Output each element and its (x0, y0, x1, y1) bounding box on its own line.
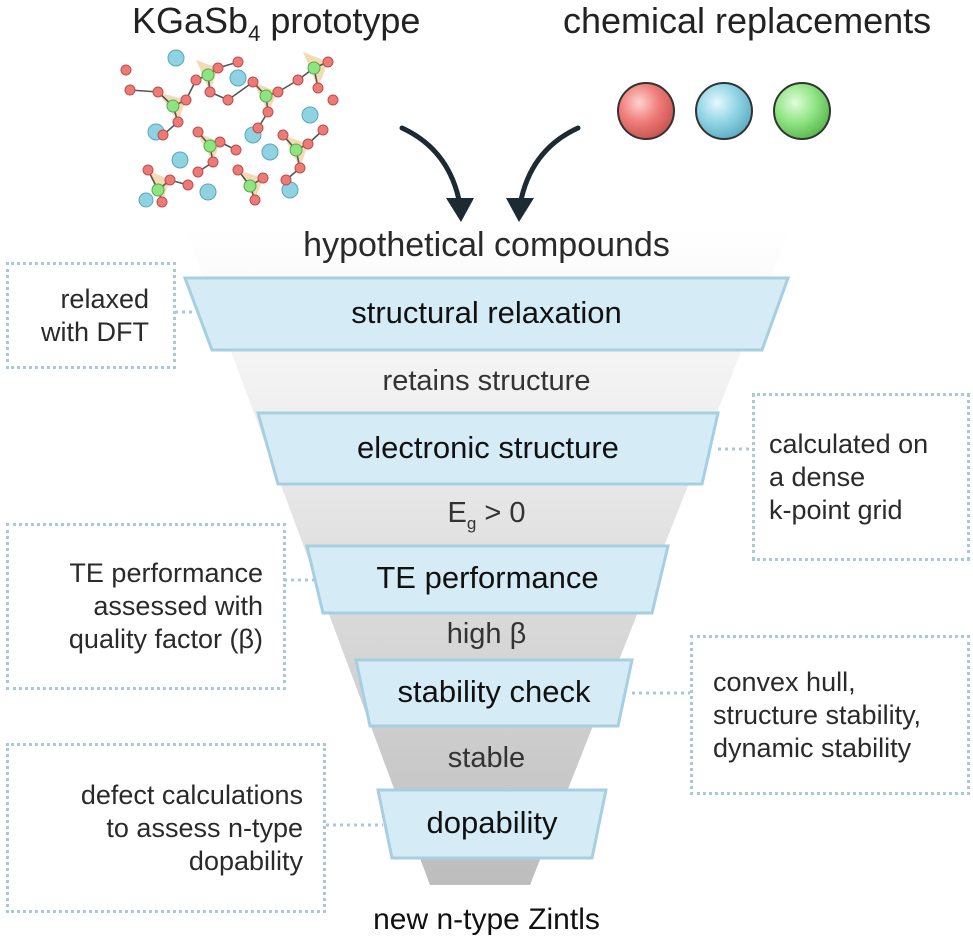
stage-label-dopability: dopability (426, 805, 558, 840)
prototype-formula: KGaSb (132, 0, 249, 41)
note-dopability-line-3: dopability (188, 845, 303, 876)
criterion-band-gap: Eg > 0 (0, 497, 973, 534)
criterion-stable: stable (447, 742, 526, 774)
prototype-suffix: prototype (260, 0, 421, 41)
green-atom-icon (773, 82, 831, 140)
stage-te-performance (305, 544, 670, 615)
replacements-title: chemical replacements (563, 0, 932, 41)
stage-label-te-performance: TE performance (376, 560, 599, 595)
red-atom-icon (617, 82, 675, 140)
note-stability-line-2: structure stability, (713, 699, 922, 730)
criterion-retains-structure: retains structure (382, 365, 591, 397)
note-electronic: calculated on a dense k-point grid (752, 393, 970, 561)
criterion-high-beta: high β (446, 618, 527, 650)
note-stability-line-3: dynamic stability (713, 732, 912, 763)
note-electronic-line-2: a dense (769, 461, 866, 492)
prototype-subscript: 4 (248, 21, 261, 47)
stage-label-stability-check: stability check (397, 674, 591, 709)
note-te-line-2: assessed with (93, 591, 263, 621)
note-te: TE performance assessed with quality fac… (6, 523, 286, 690)
stage-label-structural-relaxation: structural relaxation (351, 295, 622, 330)
note-dopability-line-1: defect calculations (80, 779, 303, 810)
criterion-band-gap-subscript: g (466, 513, 477, 533)
note-stability: convex hull, structure stability, dynami… (690, 635, 970, 795)
stage-structural-relaxation (182, 276, 791, 352)
note-dopability: defect calculations to assess n-type dop… (6, 743, 326, 913)
prototype-title: KGaSb4 prototype (132, 0, 420, 47)
replacement-atoms (617, 82, 831, 140)
note-relaxation-line-2: with DFT (41, 316, 149, 347)
note-stability-line-1: convex hull, (713, 666, 856, 697)
arrow-from-replacements-icon (517, 125, 581, 208)
blue-atom-icon (695, 82, 753, 140)
note-dopability-line-2: to assess n-type (106, 812, 303, 843)
funnel-output-label: new n-type Zintls (373, 903, 600, 936)
note-te-line-3: quality factor (β) (68, 624, 263, 654)
stage-label-electronic-structure: electronic structure (357, 430, 619, 465)
crystal-structure-illustration (120, 49, 339, 208)
note-electronic-line-3: k-point grid (769, 494, 903, 525)
stage-stability-check (354, 658, 634, 728)
note-relaxation-line-1: relaxed (60, 283, 149, 314)
note-electronic-line-1: calculated on (769, 428, 929, 459)
arrow-from-prototype-icon (399, 125, 463, 208)
funnel-top-label: hypothetical compounds (303, 226, 670, 264)
criterion-band-gap-symbol: E (447, 497, 467, 529)
criterion-band-gap-rest: > 0 (476, 497, 526, 529)
stage-dopability (376, 788, 608, 860)
note-relaxation: relaxed with DFT (6, 262, 176, 369)
note-te-line-1: TE performance (69, 558, 263, 588)
stage-electronic-structure (256, 411, 720, 486)
